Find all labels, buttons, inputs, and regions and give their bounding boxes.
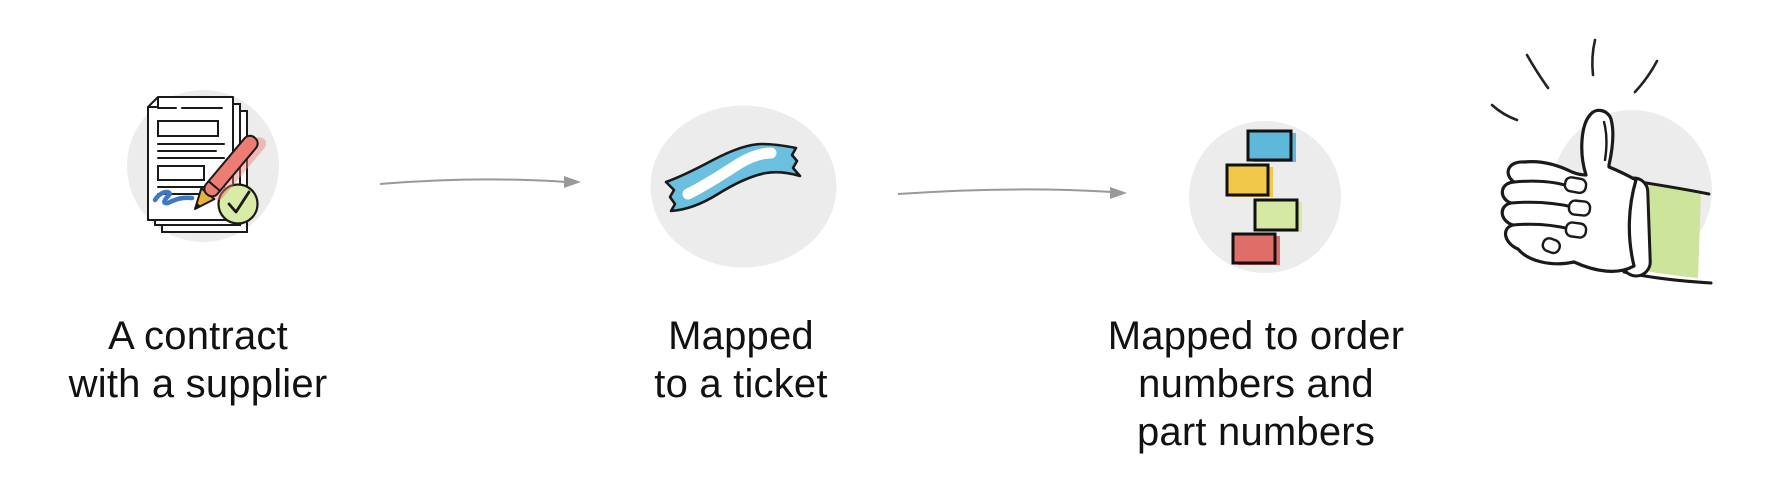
fingernails <box>1541 176 1592 255</box>
thumb-contour-line <box>1602 120 1608 162</box>
pen-icon <box>194 134 267 210</box>
caption-orders: Mapped to order numbers and part numbers <box>1076 312 1436 456</box>
signature-scribble <box>152 189 195 206</box>
caption-contract: A contract with a supplier <box>18 312 378 408</box>
signed-contract-icon <box>127 90 279 242</box>
caption-ticket: Mapped to a ticket <box>561 312 921 408</box>
caption-line: part numbers <box>1136 410 1376 454</box>
arrow-head <box>1110 187 1127 199</box>
emphasis-rays <box>1490 38 1659 122</box>
sleeve <box>1638 185 1701 278</box>
caption-line: Mapped to order <box>1107 314 1405 358</box>
block-blue <box>1246 129 1293 162</box>
caption-line: Mapped <box>668 314 814 358</box>
connector-arrow-1 <box>379 176 581 188</box>
caption-line: with a supplier <box>68 362 328 406</box>
arrow-head <box>564 176 581 188</box>
pen-grip-line <box>207 180 221 192</box>
ribbon-highlight-stripe <box>682 147 777 200</box>
arrow-line <box>897 188 1113 195</box>
thumbs-up-icon <box>1490 38 1713 285</box>
caption-line: to a ticket <box>654 362 828 406</box>
block-yellow <box>1225 163 1270 197</box>
block-red <box>1231 232 1277 265</box>
pen-body <box>203 134 259 198</box>
ticket-ribbon-icon <box>650 105 837 268</box>
caption-line: numbers and <box>1138 362 1374 406</box>
block-green <box>1253 198 1299 232</box>
connector-arrow-2 <box>897 187 1127 199</box>
caption-line: A contract <box>108 314 288 358</box>
order-part-blocks-icon <box>1189 121 1341 273</box>
ribbon-band <box>664 142 802 213</box>
check-mark-icon <box>227 190 251 214</box>
pen-nib-tip <box>195 202 201 209</box>
arrow-line <box>379 178 567 185</box>
